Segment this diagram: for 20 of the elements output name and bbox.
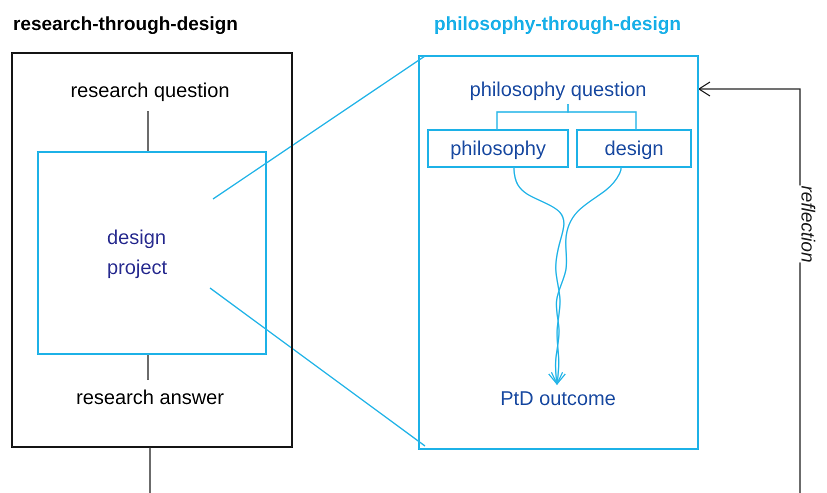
arrow	[513, 168, 566, 385]
node-label: design	[604, 136, 664, 162]
panel-heading: research-through-design	[13, 14, 239, 36]
concept-box	[427, 129, 569, 168]
arrow	[548, 168, 622, 385]
panel-heading: philosophy-through-design	[433, 14, 682, 36]
node-label: research answer	[76, 386, 224, 411]
node-label: philosophy question	[470, 78, 646, 103]
node-label: research question	[70, 78, 230, 104]
connector-line	[147, 111, 149, 151]
node-label: design project	[107, 226, 168, 281]
connector-line	[149, 448, 151, 493]
node-label: PtD outcome	[500, 387, 616, 412]
connector-line	[147, 355, 149, 380]
node-label: philosophy	[450, 136, 546, 162]
connector-line	[210, 287, 426, 447]
design-box	[37, 151, 267, 355]
connector-line	[212, 55, 426, 200]
connector-line	[567, 104, 637, 129]
concept-box	[576, 129, 692, 168]
